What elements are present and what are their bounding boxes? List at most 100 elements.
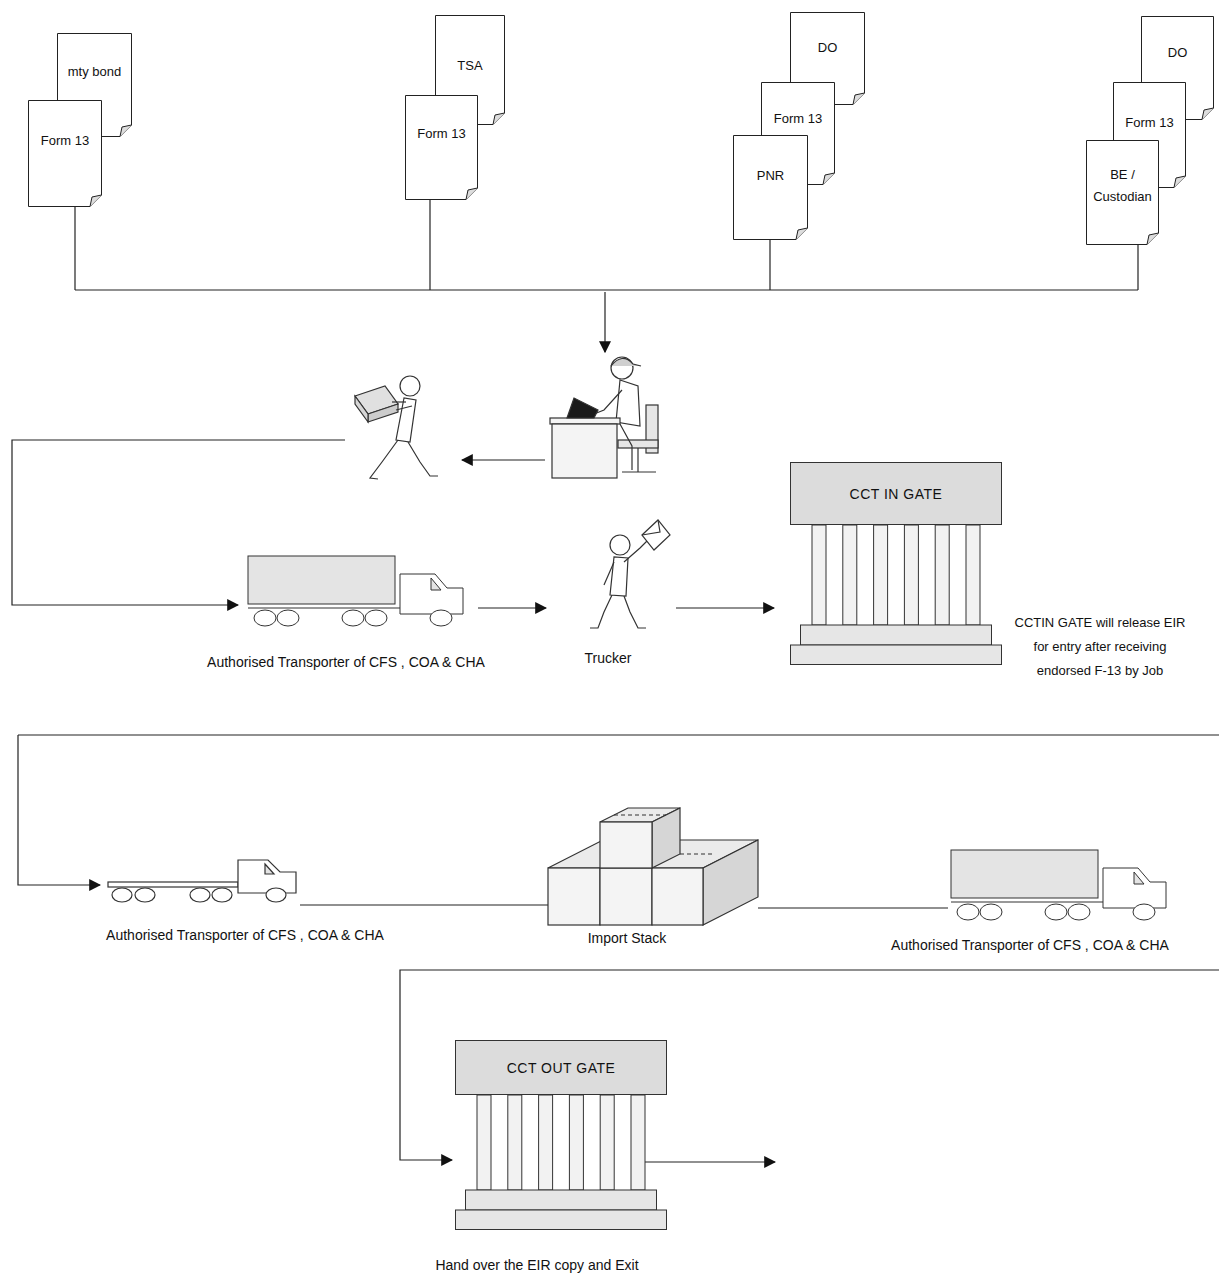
page-part: [29, 101, 102, 207]
document-name: BE / Custodian: [1086, 164, 1159, 208]
connector-line: [74, 207, 75, 290]
connector-line: [18, 734, 1219, 735]
gate-part: [801, 625, 992, 645]
connector-line: [18, 735, 100, 885]
flatbed-truck: [108, 882, 238, 887]
gate-part: [874, 525, 888, 625]
gate-part: [477, 1095, 491, 1190]
page-part: [734, 136, 808, 240]
transporter-label: Authorised Transporter of CFS , COA & CH…: [860, 936, 1200, 954]
document-page: BE / Custodian: [1086, 140, 1159, 245]
document-name: Form 13: [761, 108, 835, 130]
document-page: PNR: [733, 135, 808, 240]
gate-part: [456, 1041, 667, 1095]
trucker-figure: [604, 562, 614, 585]
truck-icon: [248, 556, 463, 626]
gate-part: [600, 1095, 614, 1190]
connector-line: [400, 970, 1219, 1160]
container-stack: [548, 868, 600, 925]
gate-building: CCT IN GATE: [790, 462, 1002, 665]
porter-carrying-box: [355, 396, 368, 422]
porter-carrying-box: [355, 376, 438, 479]
clerk-at-desk: [552, 424, 617, 478]
trucker-figure: [590, 520, 670, 628]
container-stack: [703, 840, 758, 925]
page-part: [823, 173, 835, 185]
page-part: [90, 195, 102, 207]
gate-part: [791, 463, 1002, 525]
gate-building: CCT OUT GATE: [455, 1040, 667, 1230]
gate-part: [539, 1095, 553, 1190]
page-part: [853, 93, 865, 105]
exit-note: Hand over the EIR copy and Exit: [387, 1256, 687, 1274]
clerk-at-desk: [618, 440, 658, 448]
gate-note: CCTIN GATE will release EIR for entry af…: [1012, 611, 1188, 683]
gate-part: [466, 1190, 657, 1210]
page-part: [796, 228, 808, 240]
gate-part: [791, 645, 1002, 665]
transporter-label: Authorised Transporter of CFS , COA & CH…: [65, 926, 425, 944]
gate-part: [843, 525, 857, 625]
trucker-figure: [610, 557, 628, 596]
connector-line: [462, 459, 545, 460]
gate-name: CCT IN GATE: [790, 462, 1002, 525]
connector-line: [300, 904, 548, 905]
document-name: DO: [790, 37, 865, 59]
page-part: [406, 96, 478, 200]
porter-carrying-box: [392, 401, 406, 402]
flatbed-truck: [190, 888, 210, 902]
trucker-figure: [590, 595, 612, 628]
clerk-at-desk: [550, 418, 620, 424]
flatbed-truck: [108, 860, 296, 902]
container-stack: [548, 808, 758, 925]
trucker-figure: [610, 535, 630, 555]
clerk-at-desk: [637, 448, 638, 472]
page-part: [1147, 233, 1159, 245]
page-outline: [733, 135, 808, 240]
document-name: TSA: [435, 55, 505, 77]
clerk-at-desk: [620, 424, 632, 470]
porter-carrying-box: [368, 404, 398, 422]
connector-line: [676, 607, 774, 608]
trucker-figure: [642, 520, 660, 535]
trucker-figure: [624, 596, 646, 628]
connector-line: [75, 289, 1138, 290]
gate-part: [904, 525, 918, 625]
page-part: [1087, 141, 1159, 245]
flatbed-truck: [112, 888, 132, 902]
porter-carrying-box: [396, 398, 416, 442]
flatbed-truck: [212, 888, 232, 902]
porter-carrying-box: [396, 406, 412, 410]
container-stack: [614, 814, 666, 815]
clerk-at-desk: [567, 398, 598, 418]
connector-line: [769, 240, 770, 290]
container-stack: [652, 808, 680, 868]
container-stack: [600, 822, 652, 868]
transporter-label: Authorised Transporter of CFS , COA & CH…: [166, 653, 526, 671]
page-part: [120, 125, 132, 137]
connector-line: [12, 200, 1219, 1162]
gate-part: [966, 525, 980, 625]
porter-carrying-box: [370, 440, 398, 479]
container-stack: [652, 868, 703, 925]
clerk-at-desk: [622, 471, 656, 472]
connector-line: [478, 607, 546, 608]
porter-carrying-box: [400, 376, 420, 396]
document-page: Form 13: [405, 95, 478, 200]
gate-part: [631, 1095, 645, 1190]
flatbed-truck: [135, 888, 155, 902]
trucker-label: Trucker: [548, 649, 668, 667]
trucker-figure: [642, 520, 670, 550]
page-part: [1202, 108, 1214, 120]
gate-part: [812, 525, 826, 625]
flatbed-truck: [266, 888, 286, 902]
document-name: PNR: [733, 165, 808, 187]
connector-line: [758, 907, 948, 908]
document-page: Form 13: [28, 100, 102, 207]
document-name: Form 13: [28, 130, 102, 152]
document-name: Form 13: [405, 123, 478, 145]
page-outline: [405, 95, 478, 200]
gate-part: [569, 1095, 583, 1190]
connector-line: [604, 292, 605, 352]
